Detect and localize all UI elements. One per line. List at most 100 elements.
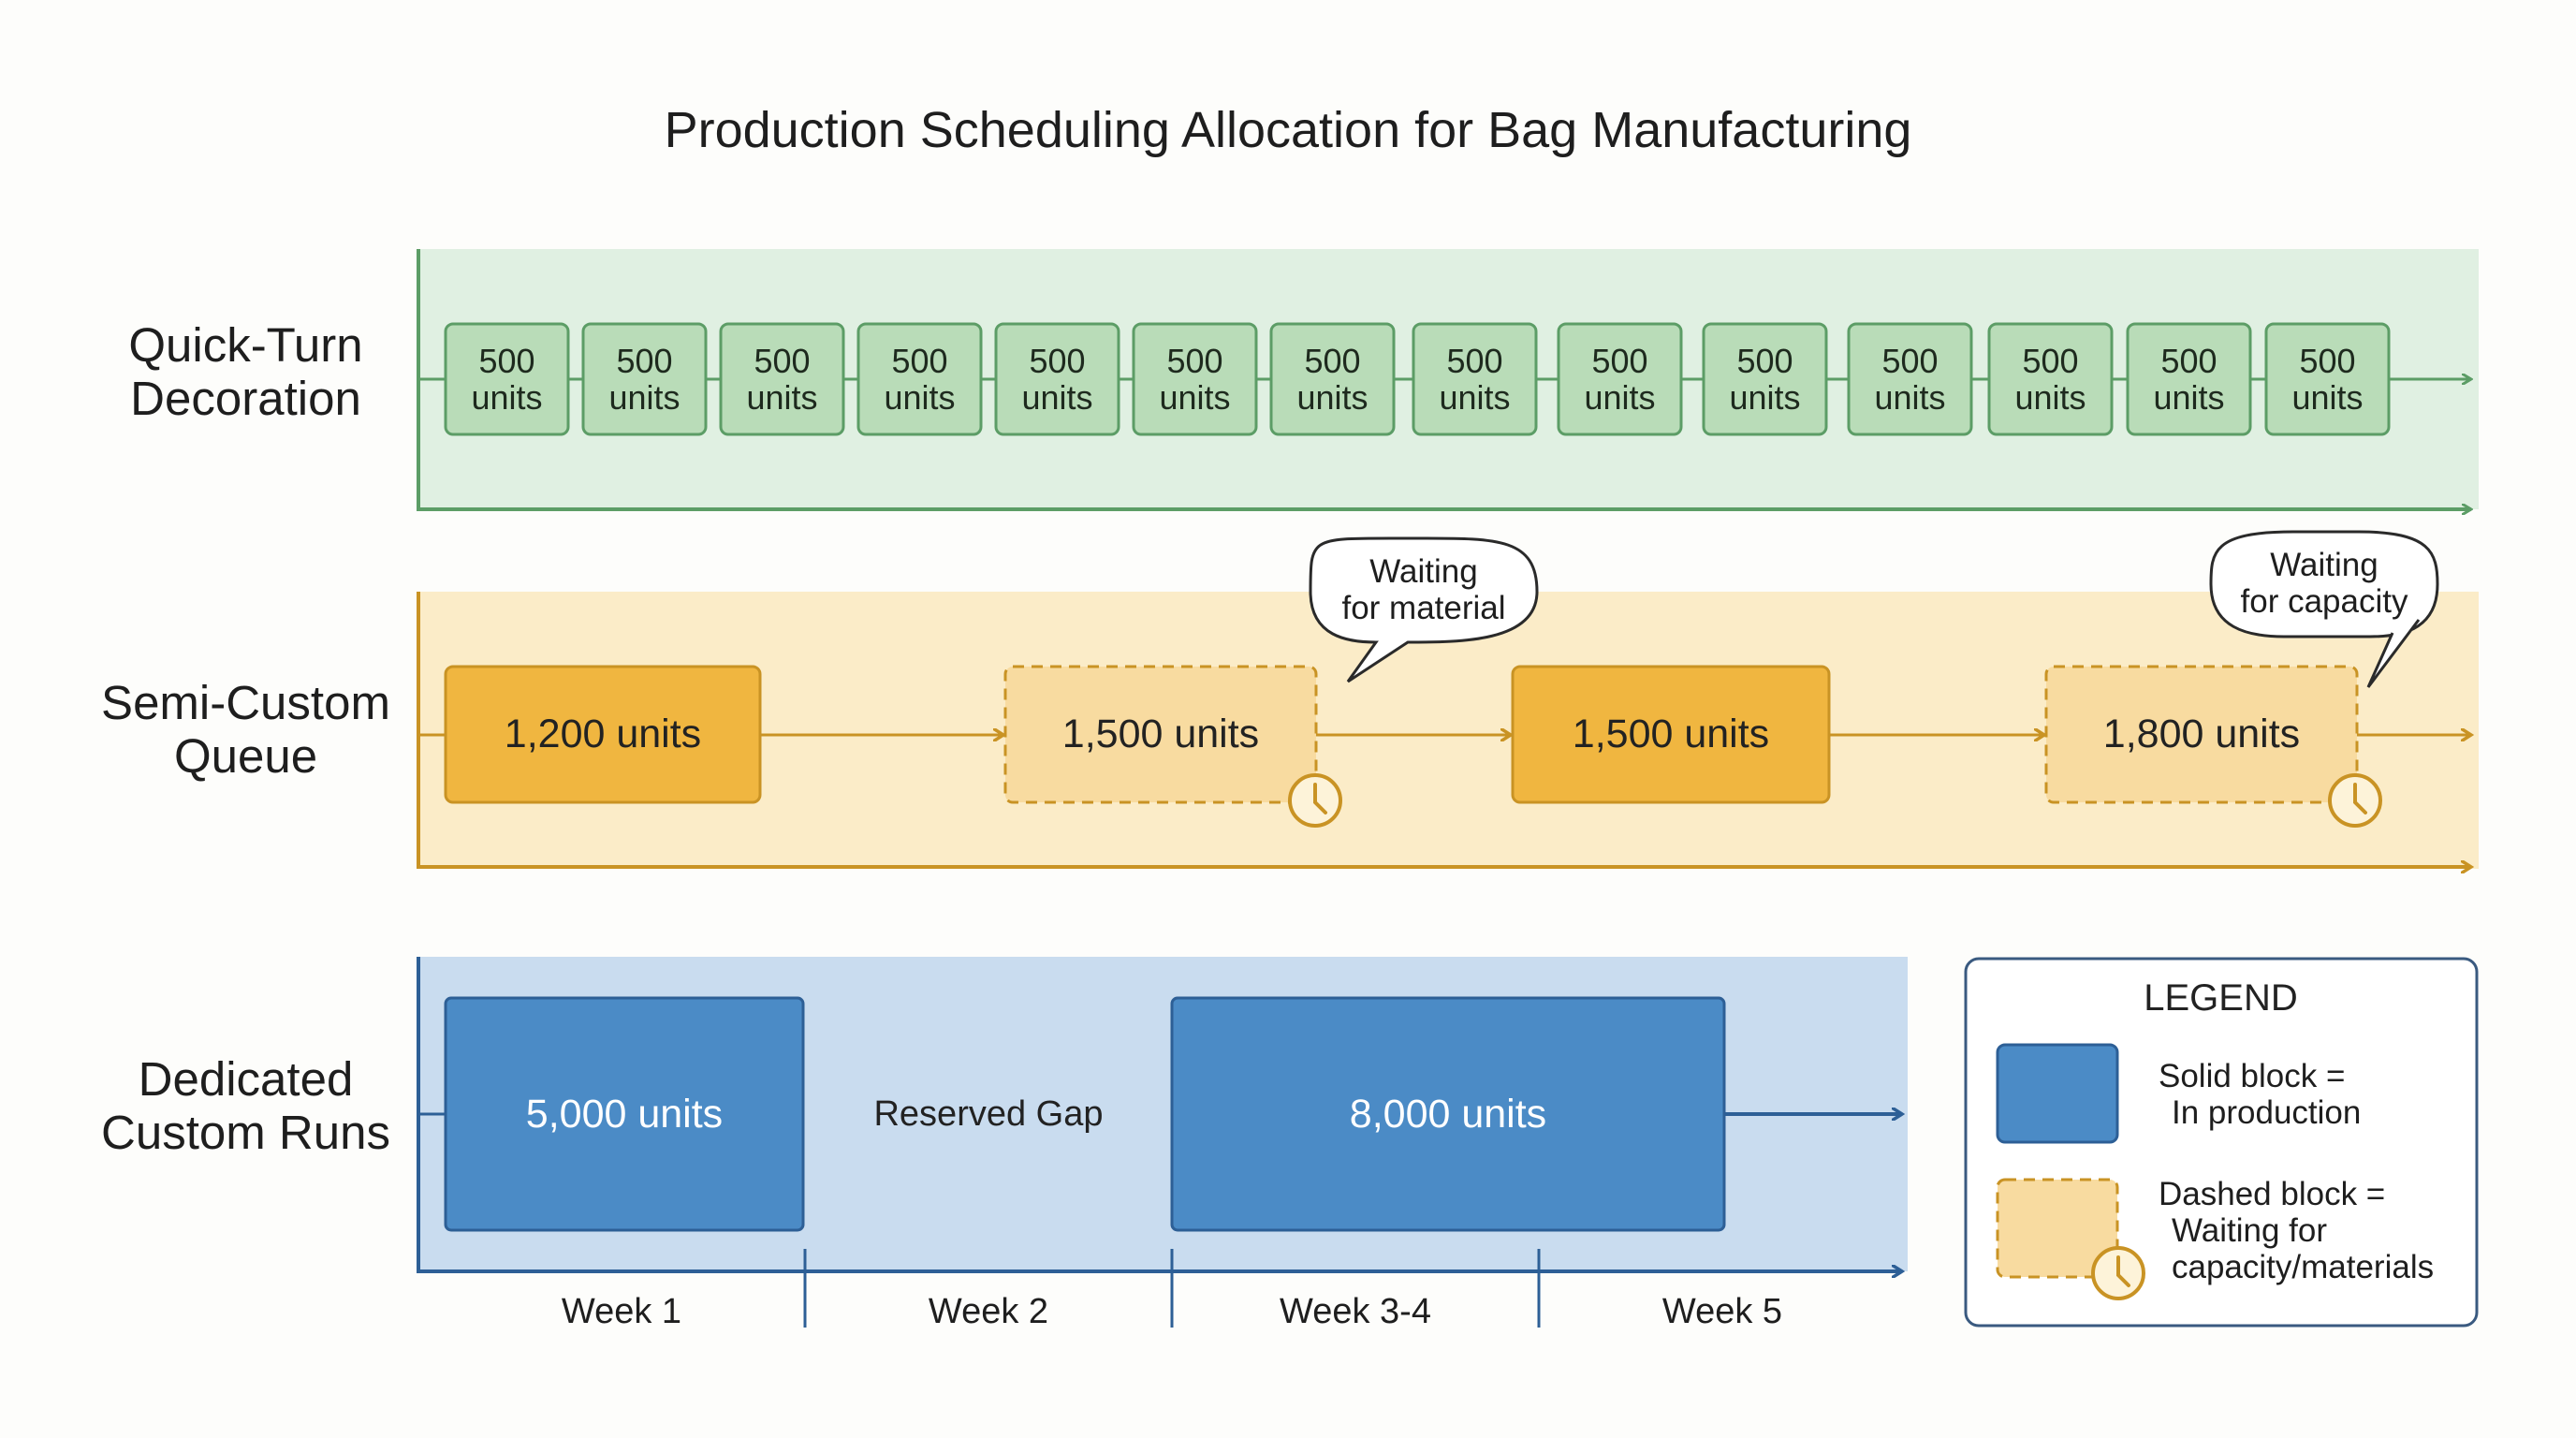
batch-unit: units xyxy=(1159,378,1231,417)
quick-turn-batch-box xyxy=(1132,322,1258,436)
semi-custom-block-solid xyxy=(444,665,762,804)
legend xyxy=(1964,957,2479,1328)
dedicated-block-label: 8,000 units xyxy=(1349,1091,1547,1137)
quick-turn-batch-box xyxy=(719,322,845,436)
callout-text-material: Waiting for material xyxy=(1310,553,1537,626)
quick-turn-batch-box xyxy=(1702,322,1828,436)
clock-icon xyxy=(1288,773,1342,828)
batch-quantity: 500 xyxy=(1446,342,1503,380)
batch-unit: units xyxy=(2153,378,2225,417)
quick-turn-batch-boxes xyxy=(444,322,2391,436)
lane-label-line: Custom Runs xyxy=(101,1106,390,1159)
quick-turn-batch-box xyxy=(1987,322,2114,436)
batch-unit: units xyxy=(1729,378,1801,417)
batch-unit: units xyxy=(1584,378,1656,417)
semi-custom-block-label: 1,500 units xyxy=(1572,712,1770,756)
lane-label-semi-custom: Semi-Custom Queue xyxy=(56,676,435,783)
batch-quantity: 500 xyxy=(1591,342,1648,380)
semi-custom-block-label: 1,200 units xyxy=(504,712,702,756)
callout-line: Waiting xyxy=(1369,553,1478,590)
clock-icon xyxy=(2328,773,2382,828)
batch-quantity: 500 xyxy=(1304,342,1361,380)
callout-line: Waiting xyxy=(2270,547,2378,583)
callout-line: for material xyxy=(1341,590,1506,626)
batch-quantity: 500 xyxy=(1166,342,1223,380)
lane-label-line: Quick-Turn xyxy=(128,318,363,372)
quick-turn-batch-box xyxy=(2126,322,2252,436)
batch-unit: units xyxy=(1874,378,1946,417)
batch-quantity: 500 xyxy=(2160,342,2217,380)
legend-line: capacity/materials xyxy=(2172,1249,2435,1285)
batch-quantity: 500 xyxy=(754,342,811,380)
lane-label-quick-turn: Quick-Turn Decoration xyxy=(56,318,435,425)
week-label: Week 3-4 xyxy=(1280,1292,1431,1331)
batch-quantity: 500 xyxy=(2022,342,2079,380)
lane-label-line: Queue xyxy=(173,729,318,783)
dedicated-lane xyxy=(417,957,1908,1328)
week-label: Week 2 xyxy=(928,1292,1049,1331)
lane-label-line: Dedicated xyxy=(138,1052,354,1106)
quick-turn-batch-box xyxy=(994,322,1120,436)
legend-dashed-text: Dashed block = Waiting for capacity/mate… xyxy=(2159,1176,2434,1285)
batch-unit: units xyxy=(1021,378,1093,417)
callout-tail xyxy=(2366,619,2421,688)
semi-custom-block-label: 1,800 units xyxy=(2102,712,2301,756)
legend-line: Dashed block = xyxy=(2159,1176,2386,1212)
batch-quantity: 500 xyxy=(2299,342,2356,380)
callout-line: for capacity xyxy=(2240,583,2408,620)
batch-unit: units xyxy=(746,378,818,417)
batch-unit: units xyxy=(2291,378,2364,417)
lane-label-line: Decoration xyxy=(130,372,361,425)
batch-unit: units xyxy=(884,378,956,417)
quick-turn-batch-box xyxy=(1269,322,1396,436)
quick-turn-batch-box xyxy=(444,322,570,436)
legend-title: LEGEND xyxy=(2144,977,2298,1019)
dedicated-block xyxy=(444,996,805,1232)
batch-unit: units xyxy=(471,378,543,417)
lane-label-line: Semi-Custom xyxy=(101,676,390,729)
legend-dashed-swatch xyxy=(1996,1178,2119,1279)
semi-custom-lane xyxy=(417,530,2479,869)
batch-unit: units xyxy=(1296,378,1368,417)
quick-turn-batch-box xyxy=(1557,322,1683,436)
clock-icon xyxy=(2091,1246,2145,1300)
batch-quantity: 500 xyxy=(1736,342,1793,380)
week-label: Week 5 xyxy=(1661,1292,1783,1331)
week-label: Week 1 xyxy=(561,1292,682,1331)
dedicated-block-label: 5,000 units xyxy=(525,1091,724,1137)
quick-turn-lane xyxy=(417,249,2479,511)
reserved-gap-label: Reserved Gap xyxy=(873,1093,1104,1134)
semi-custom-block-dashed xyxy=(1003,665,1318,804)
quick-turn-batch-box xyxy=(1412,322,1538,436)
legend-solid-text: Solid block = In production xyxy=(2159,1058,2361,1131)
batch-unit: units xyxy=(608,378,681,417)
semi-custom-block-solid xyxy=(1511,665,1831,804)
batch-quantity: 500 xyxy=(478,342,535,380)
legend-solid-swatch xyxy=(1996,1043,2119,1144)
callout-text-capacity: Waiting for capacity xyxy=(2211,547,2437,620)
semi-custom-block-label: 1,500 units xyxy=(1061,712,1260,756)
quick-turn-batch-box xyxy=(581,322,708,436)
quick-turn-batch-box xyxy=(1847,322,1973,436)
legend-line: In production xyxy=(2172,1094,2362,1131)
lane-label-dedicated: Dedicated Custom Runs xyxy=(56,1052,435,1159)
callout-bubble xyxy=(1309,536,1539,683)
quick-turn-batch-box xyxy=(2264,322,2391,436)
diagram-title: Production Scheduling Allocation for Bag… xyxy=(664,102,1912,158)
